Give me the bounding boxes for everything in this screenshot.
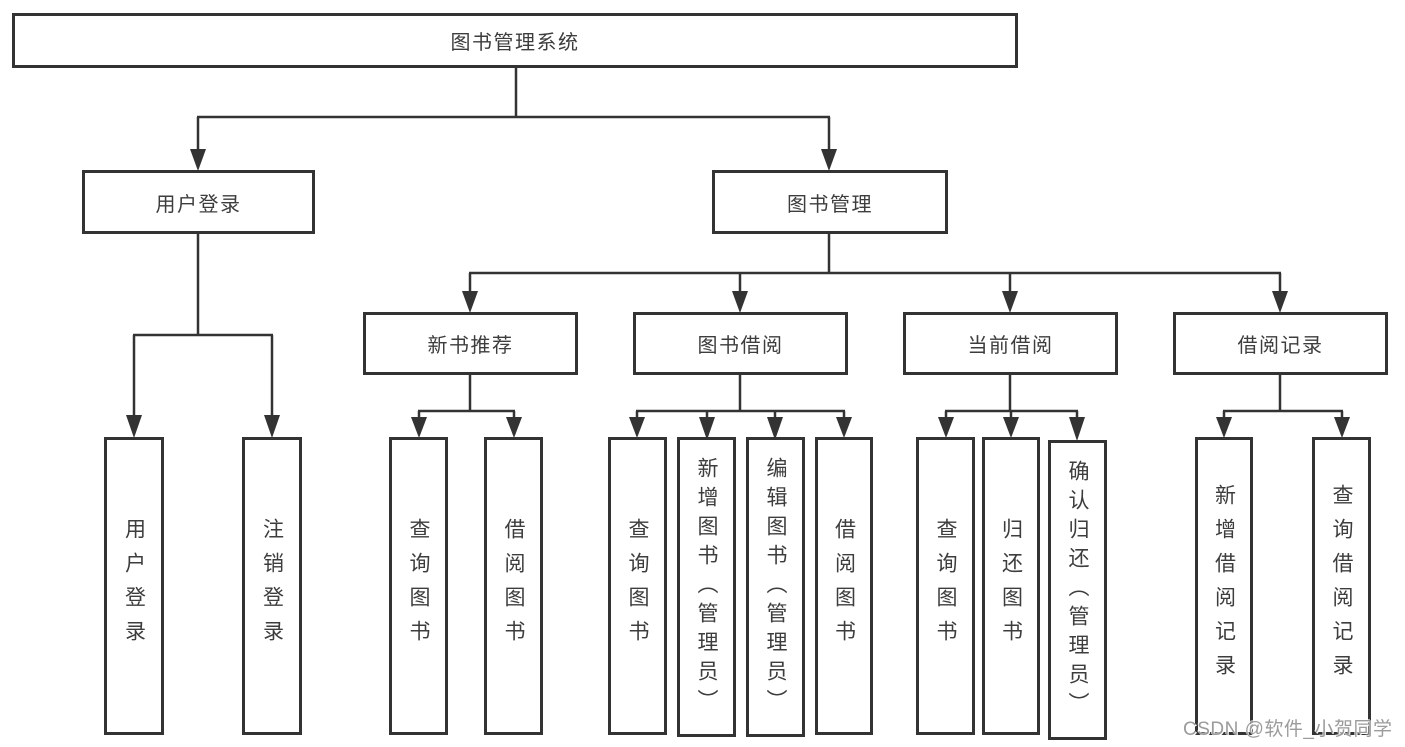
connector-user-login-to-leaves [126, 234, 280, 438]
leaf-rec-query-books-label: 查询图书 [407, 518, 430, 654]
node-user-login-group-label: 用户登录 [155, 193, 242, 216]
connector-root-to-level2 [190, 68, 837, 171]
leaf-logout-label: 注销登录 [260, 518, 284, 654]
node-root: 图书管理系统 [12, 13, 1018, 68]
leaf-cb-return-books: 归还图书 [982, 437, 1040, 735]
node-borrow-record: 借阅记录 [1173, 312, 1388, 375]
node-current-borrow-label: 当前借阅 [967, 335, 1054, 357]
csdn-watermark: CSDN @软件_小贺同学 [1183, 719, 1393, 740]
leaf-bb-borrow-books-label: 借阅图书 [832, 518, 856, 654]
node-current-borrow: 当前借阅 [903, 312, 1118, 375]
leaf-bb-edit-books-label: 编辑图书（管理员） [764, 456, 787, 718]
leaf-cb-return-books-label: 归还图书 [999, 518, 1023, 654]
leaf-rec-query-books: 查询图书 [389, 437, 448, 735]
leaf-user-login: 用户登录 [104, 437, 164, 735]
node-user-login-group: 用户登录 [82, 170, 315, 234]
leaf-logout: 注销登录 [242, 437, 302, 735]
leaf-bb-edit-books: 编辑图书（管理员） [746, 437, 805, 737]
node-book-mgmt-group-label: 图书管理 [787, 193, 873, 216]
leaf-br-add-record-label: 新增借阅记录 [1212, 484, 1236, 688]
node-book-borrow-label: 图书借阅 [697, 335, 784, 357]
leaf-bb-add-books-label: 新增图书（管理员） [695, 456, 718, 718]
leaf-br-add-record: 新增借阅记录 [1195, 437, 1253, 735]
leaf-cb-query-books-label: 查询图书 [934, 518, 957, 654]
leaf-cb-query-books: 查询图书 [916, 437, 975, 735]
leaf-cb-confirm-return-label: 确认归还（管理员） [1066, 459, 1089, 721]
connector-book-mgmt-to-level3 [462, 234, 1288, 313]
leaf-bb-borrow-books: 借阅图书 [815, 437, 873, 735]
leaf-user-login-label: 用户登录 [122, 518, 146, 654]
node-new-book-rec-label: 新书推荐 [427, 335, 514, 357]
leaf-cb-confirm-return: 确认归还（管理员） [1048, 440, 1107, 740]
node-root-label: 图书管理系统 [450, 32, 580, 54]
leaf-br-query-record-label: 查询借阅记录 [1330, 484, 1353, 688]
node-new-book-rec: 新书推荐 [363, 312, 578, 375]
leaf-bb-query-books-label: 查询图书 [626, 518, 649, 654]
leaf-br-query-record: 查询借阅记录 [1312, 437, 1371, 735]
connector-book-borrow-to-leaves [629, 374, 852, 440]
leaf-bb-query-books: 查询图书 [608, 437, 667, 735]
connector-new-book-rec-to-leaves [411, 374, 522, 438]
node-book-mgmt-group: 图书管理 [712, 170, 948, 234]
node-borrow-record-label: 借阅记录 [1237, 335, 1324, 357]
leaf-bb-add-books: 新增图书（管理员） [677, 437, 736, 737]
connector-borrow-record-to-leaves [1216, 374, 1350, 438]
connector-current-borrow-to-leaves [938, 374, 1085, 441]
leaf-rec-borrow-books-label: 借阅图书 [502, 518, 525, 654]
leaf-rec-borrow-books: 借阅图书 [484, 437, 543, 735]
node-book-borrow: 图书借阅 [633, 312, 848, 375]
